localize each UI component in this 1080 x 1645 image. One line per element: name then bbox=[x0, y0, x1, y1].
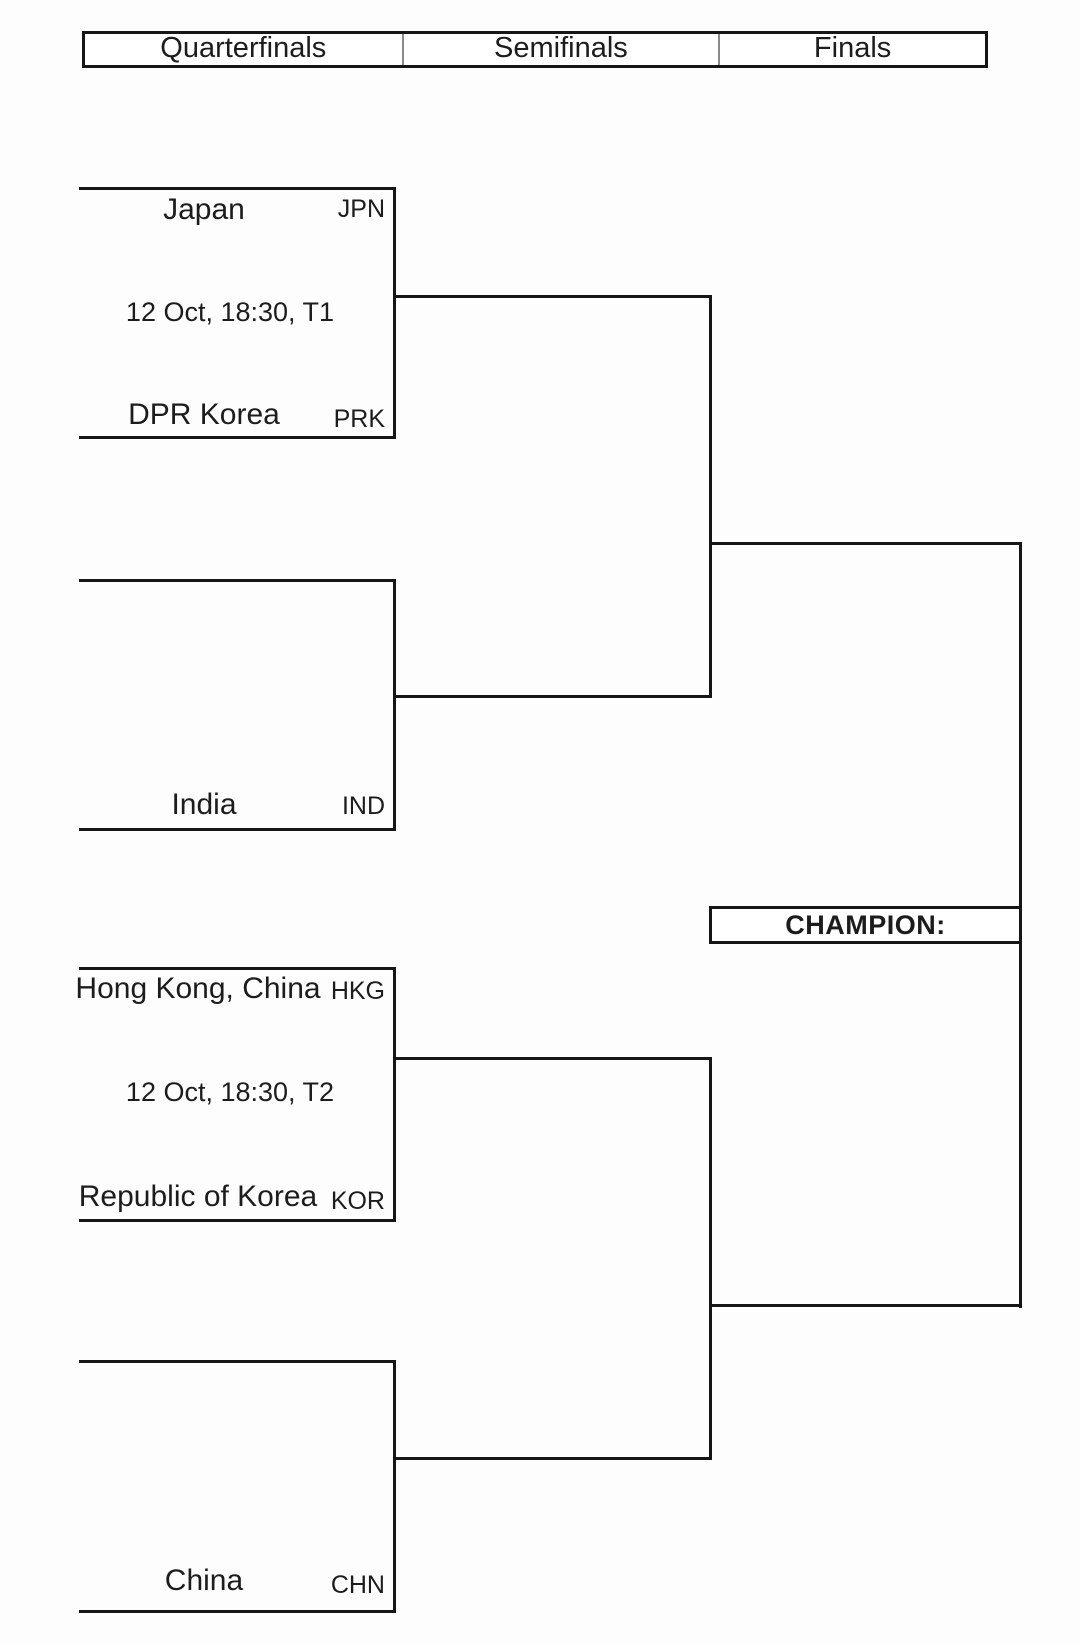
header-semifinals: Semifinals bbox=[401, 34, 719, 65]
qf4-winner-connector bbox=[396, 1457, 709, 1460]
qf3-bottom-line bbox=[79, 1219, 396, 1222]
qf3-winner-connector bbox=[396, 1057, 709, 1060]
qf4-top-line bbox=[79, 1360, 396, 1363]
sf1-vertical-line bbox=[709, 295, 712, 698]
qf1-match-info: 12 Oct, 18:30, T1 bbox=[125, 297, 335, 327]
qf4-bottom-team-code: CHN bbox=[330, 1571, 385, 1599]
qf3-top-team-name: Hong Kong, China bbox=[75, 972, 321, 1005]
qf4-bottom-line bbox=[79, 1610, 396, 1613]
qf3-vertical-line bbox=[393, 967, 396, 1222]
qf3-top-team-code: HKG bbox=[330, 977, 385, 1005]
sf2-vertical-line bbox=[709, 1057, 712, 1460]
qf1-bottom-team-name: DPR Korea bbox=[128, 398, 280, 431]
qf2-winner-connector bbox=[396, 695, 709, 698]
qf1-top-team-name: Japan bbox=[163, 193, 245, 226]
qf3-bottom-team-name: Republic of Korea bbox=[78, 1180, 318, 1213]
sf2-winner-connector bbox=[712, 1304, 1022, 1307]
qf2-bottom-line bbox=[79, 828, 396, 831]
qf2-top-line bbox=[79, 579, 396, 582]
qf1-top-line bbox=[79, 187, 396, 190]
qf1-winner-connector bbox=[396, 295, 709, 298]
qf1-bottom-team-code: PRK bbox=[333, 405, 385, 433]
qf1-top-team-code: JPN bbox=[337, 195, 385, 223]
qf1-bottom-line bbox=[79, 436, 396, 439]
champion-box: CHAMPION: bbox=[709, 906, 1022, 944]
qf3-top-line bbox=[79, 967, 396, 970]
qf4-vertical-line bbox=[393, 1360, 396, 1613]
round-header: Quarterfinals Semifinals Finals bbox=[82, 31, 988, 68]
header-finals: Finals bbox=[718, 34, 985, 65]
sf1-winner-connector bbox=[712, 542, 1022, 545]
qf3-bottom-team-code: KOR bbox=[330, 1187, 385, 1215]
qf2-vertical-line bbox=[393, 579, 396, 831]
qf3-match-info: 12 Oct, 18:30, T2 bbox=[125, 1077, 335, 1107]
qf2-bottom-team-code: IND bbox=[341, 792, 385, 820]
champion-label: CHAMPION: bbox=[785, 909, 946, 940]
qf1-vertical-line bbox=[393, 187, 396, 439]
header-quarterfinals: Quarterfinals bbox=[160, 32, 327, 64]
qf2-bottom-team-name: India bbox=[171, 788, 237, 821]
qf4-bottom-team-name: China bbox=[164, 1564, 244, 1597]
